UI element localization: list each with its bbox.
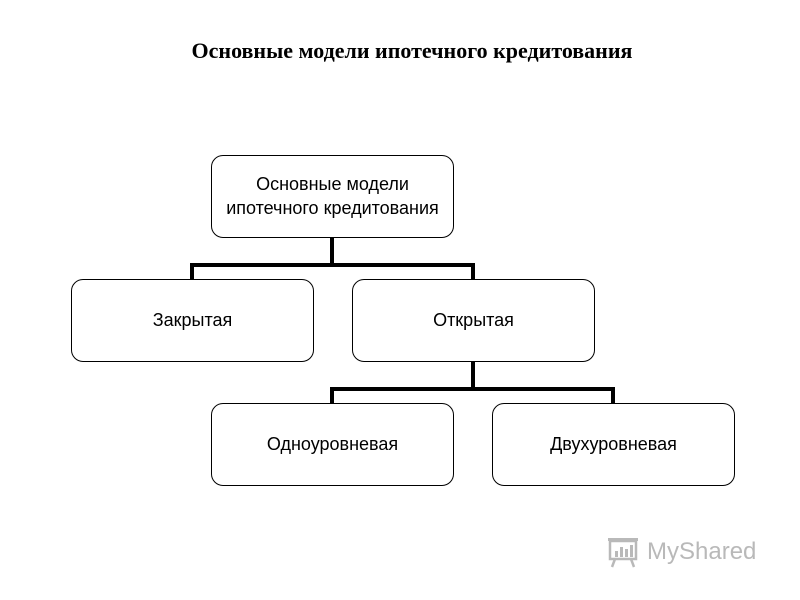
watermark-logo: MyShared [607,535,756,569]
node-closed: Закрытая [71,279,314,362]
node-one-level-label: Одноуровневая [266,433,399,454]
node-root-label: Основные модели ипотечного кредитования [226,174,439,218]
node-root: Основные модели ипотечного кредитования [211,155,454,238]
node-open: Открытая [352,279,595,362]
node-two-level-label: Двухуровневая [550,433,677,454]
node-open-label: Открытая [433,309,514,330]
watermark-text: MyShared [647,538,757,565]
node-one-level: Одноуровневая [211,403,454,486]
page-title: Основные модели ипотечного кредитования [191,38,633,63]
node-two-level: Двухуровневая [492,403,735,486]
presentation-board-icon [607,535,641,569]
node-closed-label: Закрытая [152,309,233,330]
